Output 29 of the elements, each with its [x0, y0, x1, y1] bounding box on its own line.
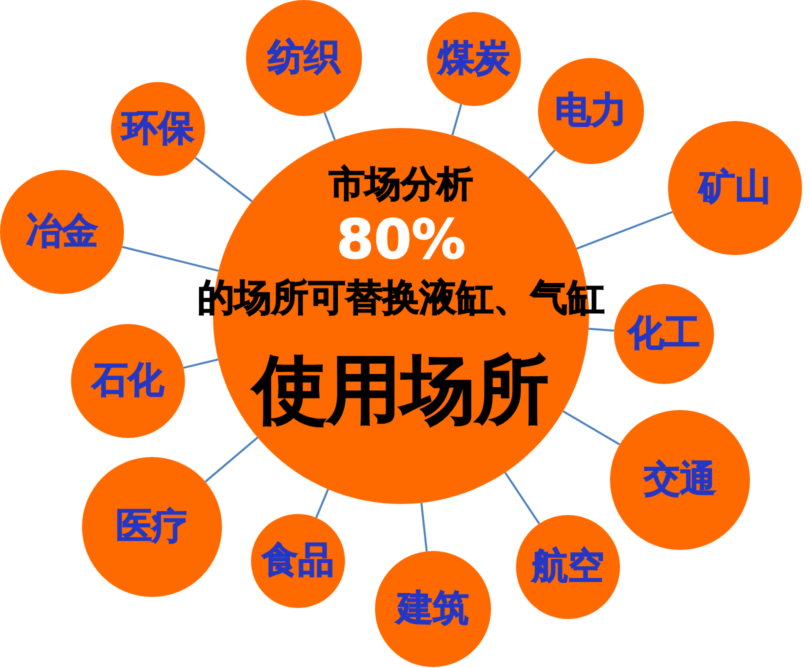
connector-line: [194, 156, 253, 202]
industry-label: 交通: [644, 460, 716, 500]
connector-line: [451, 104, 462, 136]
connector-line: [183, 358, 218, 369]
main-title: 使用场所: [253, 350, 549, 432]
industry-label: 冶金: [26, 212, 98, 252]
connector-line: [122, 246, 219, 272]
connector-line: [204, 436, 258, 482]
connector-line: [562, 410, 620, 446]
industry-label: 食品: [262, 541, 334, 581]
industry-label: 矿山: [699, 168, 771, 208]
industry-label: 石化: [92, 361, 164, 401]
connector-line: [315, 488, 330, 518]
connector-line: [588, 328, 614, 332]
industry-label: 医疗: [116, 507, 188, 547]
industry-label: 纺织: [268, 38, 340, 78]
industry-label: 电力: [555, 91, 627, 131]
connector-line: [528, 149, 556, 179]
connector-line: [504, 472, 540, 524]
connector-line: [323, 112, 336, 140]
percentage: 80%: [336, 210, 466, 270]
connector-line: [420, 502, 428, 552]
industry-label: 航空: [532, 547, 604, 587]
industry-label: 煤炭: [438, 39, 510, 79]
heading: 市场分析: [329, 165, 473, 205]
industry-label: 建筑: [397, 589, 469, 629]
connector-line: [576, 211, 673, 250]
industry-label: 环保: [122, 109, 194, 149]
industry-label: 化工: [628, 314, 700, 354]
